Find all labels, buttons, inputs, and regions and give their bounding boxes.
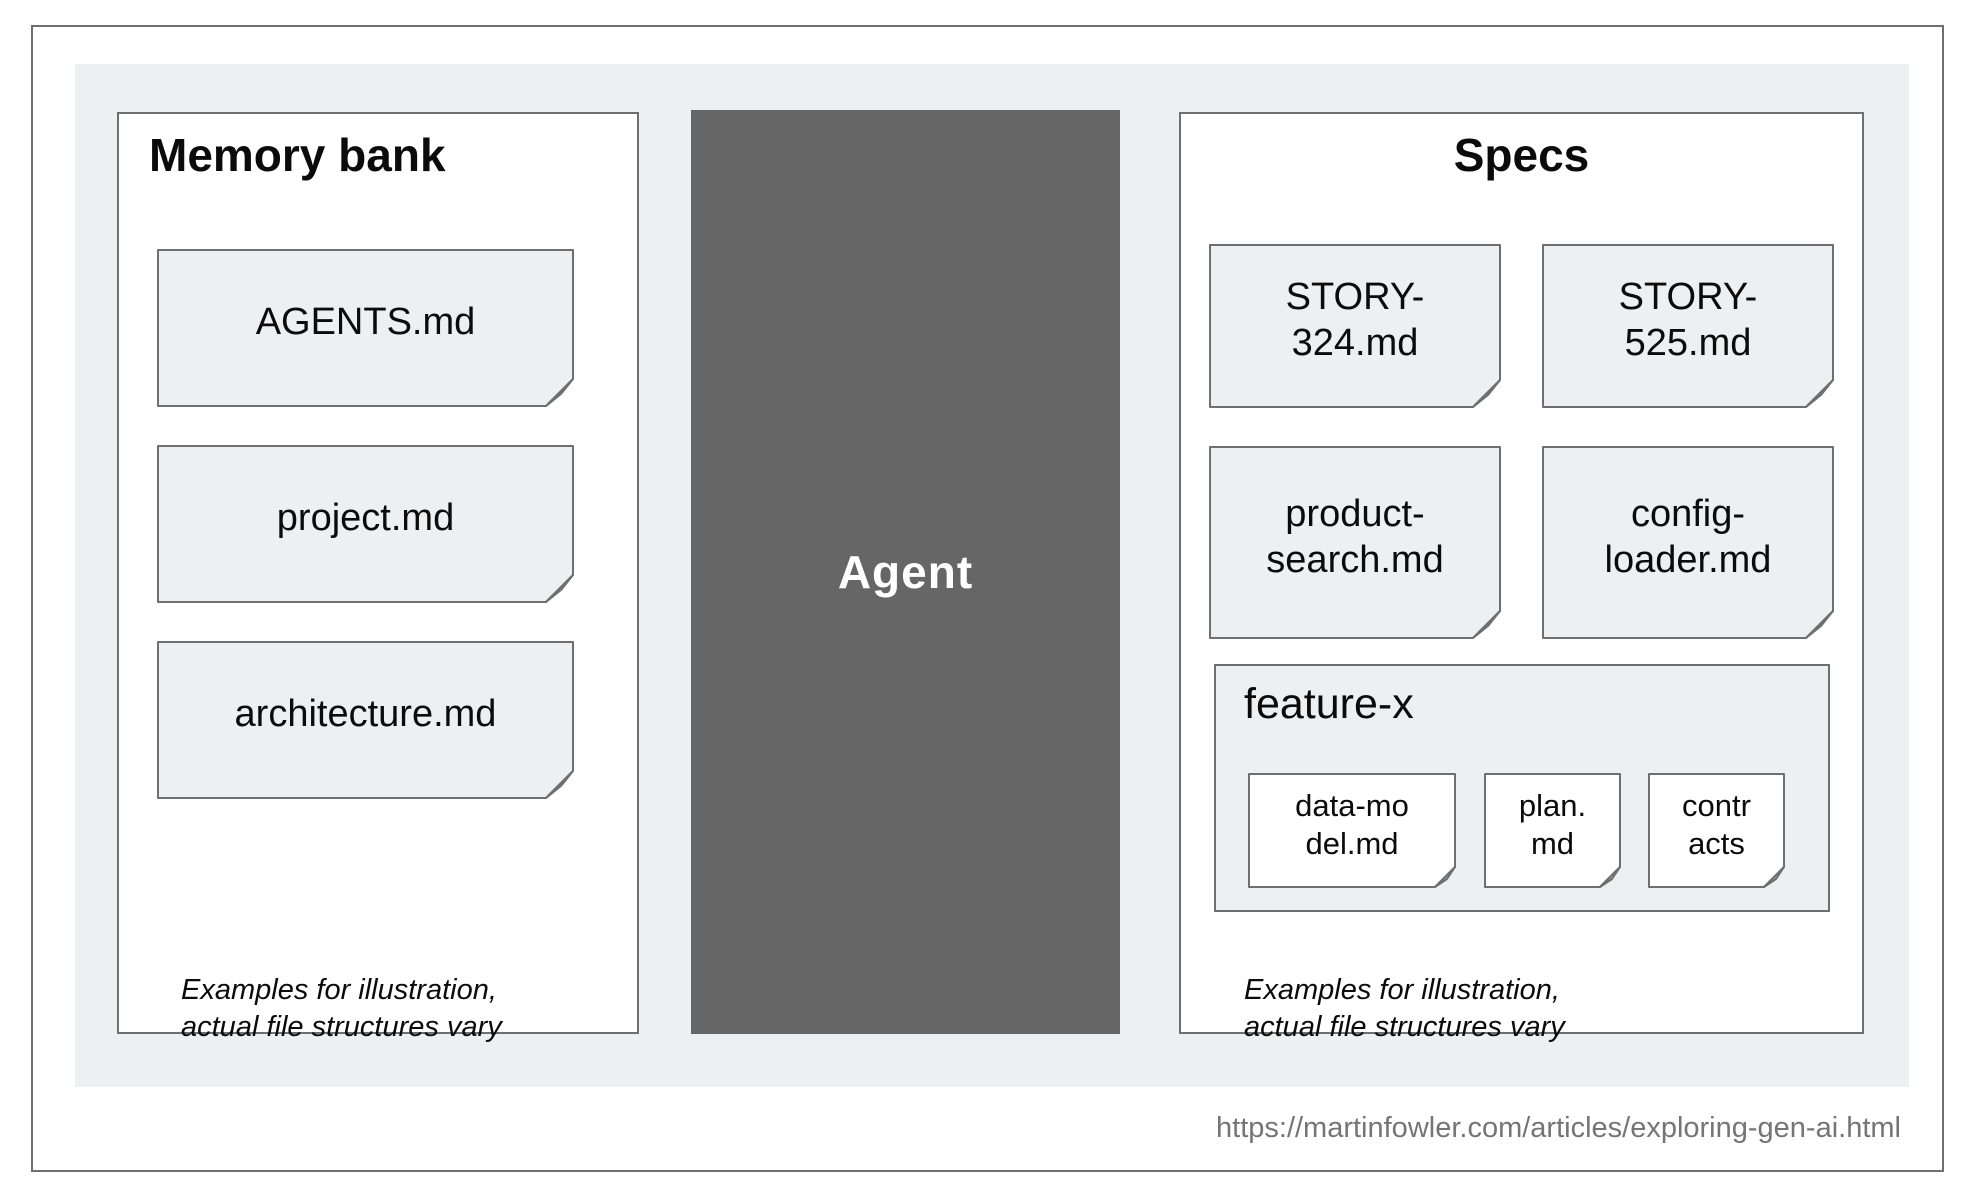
doc-architecture-md: architecture.md xyxy=(157,641,574,799)
doc-config-loader-md-label: config- loader.md xyxy=(1604,492,1772,581)
memory-bank-panel: Memory bank AGENTS.md project.md archite… xyxy=(117,112,639,1043)
outer-frame: Memory bank AGENTS.md project.md archite… xyxy=(31,25,1944,1172)
doc-story-324-md-label: STORY- 324.md xyxy=(1285,276,1425,364)
specs-caption: Examples for illustration, actual file s… xyxy=(1244,974,1565,1043)
doc-project-md-label: project.md xyxy=(276,497,455,539)
doc-story-525-md-label: STORY- 525.md xyxy=(1618,276,1758,364)
doc-product-search-md-label: product- search.md xyxy=(1266,492,1444,581)
doc-config-loader-md: config- loader.md xyxy=(1542,446,1834,639)
doc-architecture-md-label: architecture.md xyxy=(234,693,497,735)
doc-project-md: project.md xyxy=(157,445,574,603)
memory-bank-title: Memory bank xyxy=(149,129,446,181)
doc-agents-md: AGENTS.md xyxy=(157,249,574,407)
feature-x-label: feature-x xyxy=(1244,680,1414,728)
specs-title: Specs xyxy=(1453,129,1590,181)
agent-box: Agent xyxy=(691,110,1120,1034)
doc-plan-md: plan. md xyxy=(1484,773,1621,888)
diagram-background: Memory bank AGENTS.md project.md archite… xyxy=(75,64,1909,1087)
specs-panel: Specs STORY- 324.md STORY- 525.md produc… xyxy=(1179,112,1864,1043)
memory-bank-caption: Examples for illustration, actual file s… xyxy=(181,974,502,1043)
feature-x-folder: feature-x data-mo del.md plan. md contr … xyxy=(1214,664,1830,912)
doc-agents-md-label: AGENTS.md xyxy=(255,301,476,343)
doc-story-324-md: STORY- 324.md xyxy=(1209,244,1501,408)
doc-plan-md-label: plan. md xyxy=(1518,787,1587,861)
doc-contracts-label: contr acts xyxy=(1682,787,1751,861)
doc-data-model-md-label: data-mo del.md xyxy=(1295,787,1409,861)
doc-product-search-md: product- search.md xyxy=(1209,446,1501,639)
doc-contracts: contr acts xyxy=(1648,773,1785,888)
doc-data-model-md: data-mo del.md xyxy=(1248,773,1456,888)
doc-story-525-md: STORY- 525.md xyxy=(1542,244,1834,408)
agent-label: Agent xyxy=(837,546,974,598)
source-url: https://martinfowler.com/articles/explor… xyxy=(1216,1112,1901,1144)
